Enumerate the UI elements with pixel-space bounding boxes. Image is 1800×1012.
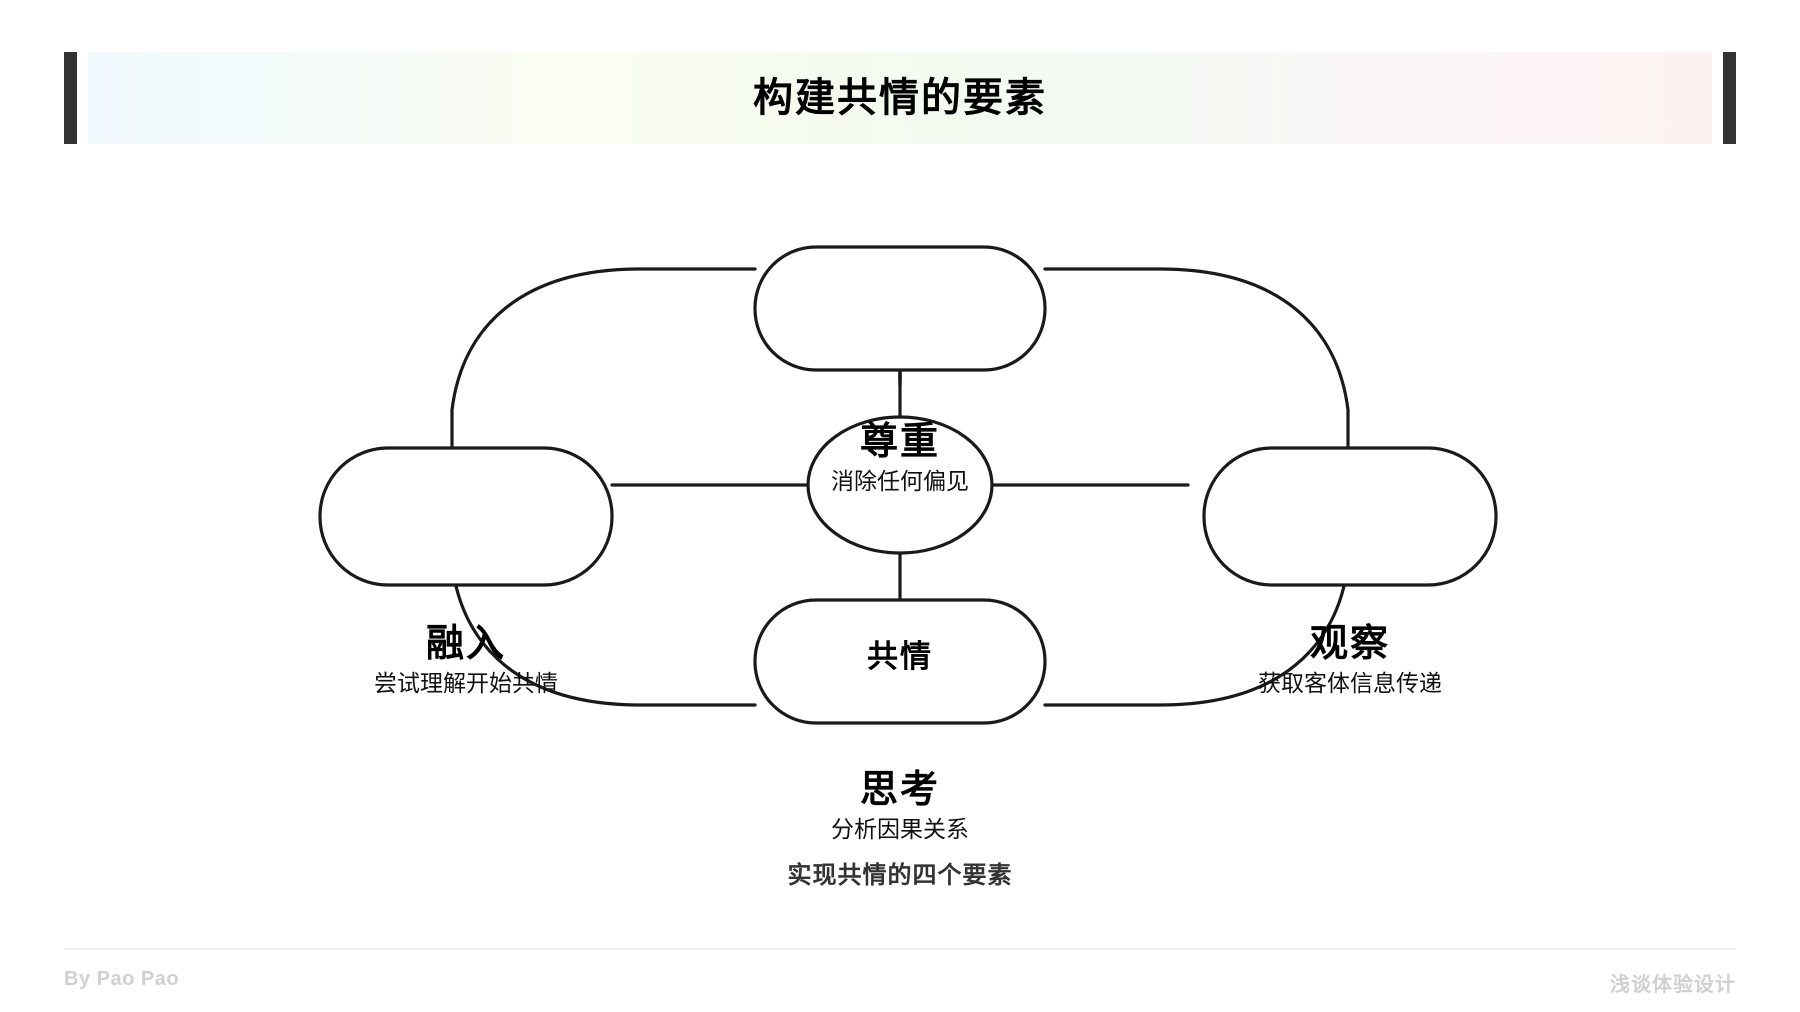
- node-shape-top: [753, 245, 1047, 372]
- page-title: 构建共情的要素: [753, 76, 1047, 120]
- footer-author: By Pao Pao: [64, 968, 180, 990]
- header-accent-bar-left: [64, 52, 77, 144]
- footer-series-name: 浅谈体验设计: [1610, 974, 1736, 996]
- empathy-diagram: 尊重 消除任何偏见 融入 尝试理解开始共情 观察 获取客体信息传递 思考 分析因…: [0, 160, 1800, 842]
- node-shape-right: [1202, 446, 1498, 587]
- edge-top-to-left: [450, 267, 757, 462]
- node-shape-center: [806, 415, 994, 555]
- header-accent-bar-right: [1723, 52, 1736, 144]
- diagram-canvas: [318, 245, 1498, 725]
- header-gradient-band: [88, 52, 1712, 144]
- header-banner: [0, 52, 1800, 144]
- footer: By Pao Pao 浅谈体验设计: [64, 948, 1736, 1010]
- edge-top-to-right: [1043, 267, 1350, 462]
- node-shape-bottom: [753, 598, 1047, 725]
- diagram-caption: 实现共情的四个要素: [787, 862, 1013, 889]
- node-shape-left: [318, 446, 614, 587]
